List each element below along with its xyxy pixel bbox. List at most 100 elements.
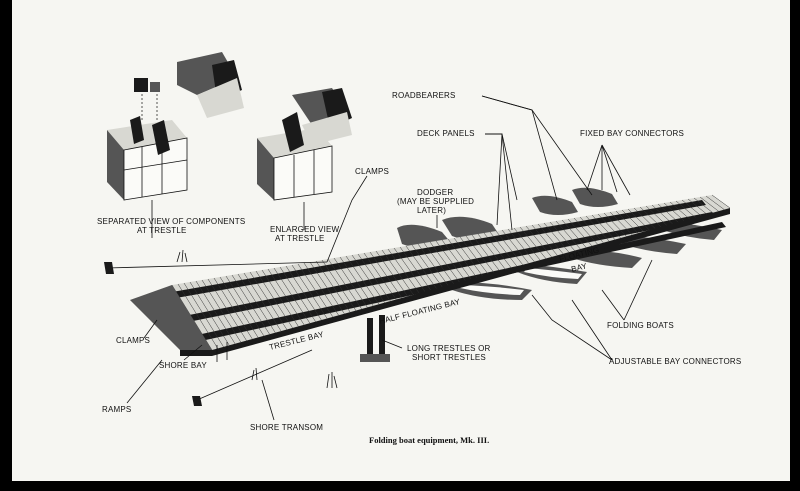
deck-slat — [195, 280, 236, 344]
deck-slat — [465, 235, 495, 273]
label-clamps-left: CLAMPS — [116, 336, 150, 345]
deck-slat — [573, 217, 598, 245]
label-dodger-note-2: LATER) — [417, 206, 446, 215]
deck-slat — [435, 240, 466, 281]
trestle-supports — [216, 315, 390, 362]
label-separated-view: SEPARATED VIEW OF COMPONENTS — [97, 217, 245, 226]
deck-slat — [681, 199, 702, 217]
deck-slat — [651, 204, 673, 224]
deck-slat — [333, 257, 368, 308]
deck-slat — [459, 236, 489, 275]
separated-view-sketch — [107, 52, 244, 201]
leader-lines — [126, 95, 653, 421]
deck-slat — [345, 255, 380, 305]
deck-slat — [615, 210, 639, 234]
label-shore-transom: SHORE TRANSOM — [250, 423, 323, 432]
deck-slat — [363, 252, 397, 300]
deck-slat — [543, 222, 570, 253]
deck-slat — [585, 215, 610, 242]
deck-slat — [369, 251, 403, 299]
deck-slat — [525, 225, 552, 258]
deck-slat — [645, 205, 667, 226]
label-enlarged-view: ENLARGED VIEW — [270, 225, 340, 234]
deck-slat — [531, 224, 558, 256]
deck-slat — [591, 214, 616, 240]
deck-slat — [243, 272, 282, 332]
deck-slat — [405, 245, 437, 289]
deck-slat — [507, 228, 535, 262]
enlarged-view-sketch — [257, 88, 352, 201]
deck-slat — [603, 212, 627, 237]
deck-slat — [537, 223, 564, 254]
label-dodger-note-1: (MAY BE SUPPLIED — [397, 197, 474, 206]
deck-slat — [327, 258, 362, 310]
deck-slat — [183, 282, 224, 347]
deck-slat — [561, 219, 587, 248]
deck-slat — [315, 260, 351, 313]
deck-slat — [669, 201, 690, 220]
deck-slat — [225, 275, 265, 336]
deck-slat — [267, 268, 305, 325]
deck-slat — [351, 254, 385, 303]
deck-slat — [639, 206, 662, 228]
deck-slat — [357, 253, 391, 302]
deck-slat — [309, 261, 345, 314]
deck-slat — [339, 256, 374, 306]
figure-caption: Folding boat equipment, Mk. III. — [369, 435, 489, 445]
deck-slat — [255, 270, 293, 329]
deck-slat — [471, 234, 500, 272]
deck-slat — [555, 220, 581, 250]
deck-slat — [237, 273, 276, 333]
deck-slat — [633, 207, 656, 229]
deck-slat — [411, 244, 443, 288]
deck-slat — [609, 211, 633, 235]
deck-slat — [519, 226, 547, 259]
deck-slat — [495, 230, 523, 265]
deck-slat — [201, 279, 241, 343]
label-dodger: DODGER — [417, 188, 453, 197]
deck-slat — [249, 271, 288, 330]
deck-slat — [189, 281, 230, 346]
label-folding-boats: FOLDING BOATS — [607, 321, 674, 330]
deck-slat — [261, 269, 299, 327]
deck-slat — [207, 278, 247, 341]
holdfast-anchors — [104, 249, 338, 406]
deck-slat — [687, 198, 708, 215]
label-separated-view-2: AT TRESTLE — [137, 226, 187, 235]
deck-slat — [699, 196, 719, 212]
deck-slat — [273, 267, 311, 324]
deck-slat — [705, 195, 725, 210]
deck-slat — [441, 239, 472, 280]
deck-slat — [513, 227, 541, 261]
deck-slat — [711, 194, 731, 209]
deck-slat — [657, 203, 679, 223]
label-adjustable-bay-connectors: ADJUSTABLE BAY CONNECTORS — [609, 357, 741, 366]
deck-slat — [375, 250, 408, 297]
deck-slat — [477, 233, 506, 270]
deck-slat — [303, 262, 339, 316]
deck-slat — [567, 218, 593, 247]
deck-slat — [279, 266, 316, 322]
label-short-trestles: SHORT TRESTLES — [412, 353, 486, 362]
bridge-deck — [130, 194, 731, 356]
deck-slat — [381, 249, 414, 295]
illustration-page: ROADBEARERS DECK PANELS FIXED BAY CONNEC… — [12, 0, 790, 481]
deck-slat — [579, 216, 604, 243]
deck-slat — [501, 229, 529, 264]
deck-slat — [423, 242, 454, 284]
deck-slat — [177, 283, 218, 349]
deck-slat — [219, 276, 259, 338]
label-shore-bay: SHORE BAY — [159, 361, 207, 370]
deck-slat — [597, 213, 621, 239]
deck-slat — [453, 237, 483, 276]
label-roadbearers: ROADBEARERS — [392, 91, 456, 100]
deck-slat — [429, 241, 460, 283]
deck-slat — [321, 259, 357, 311]
deck-slat — [693, 197, 713, 213]
deck-slat — [285, 265, 322, 321]
label-fixed-bay-connectors: FIXED BAY CONNECTORS — [580, 129, 684, 138]
deck-slat — [213, 277, 253, 340]
deck-slat — [291, 264, 328, 319]
deck-slat — [393, 247, 426, 292]
deck-slat — [231, 274, 270, 335]
